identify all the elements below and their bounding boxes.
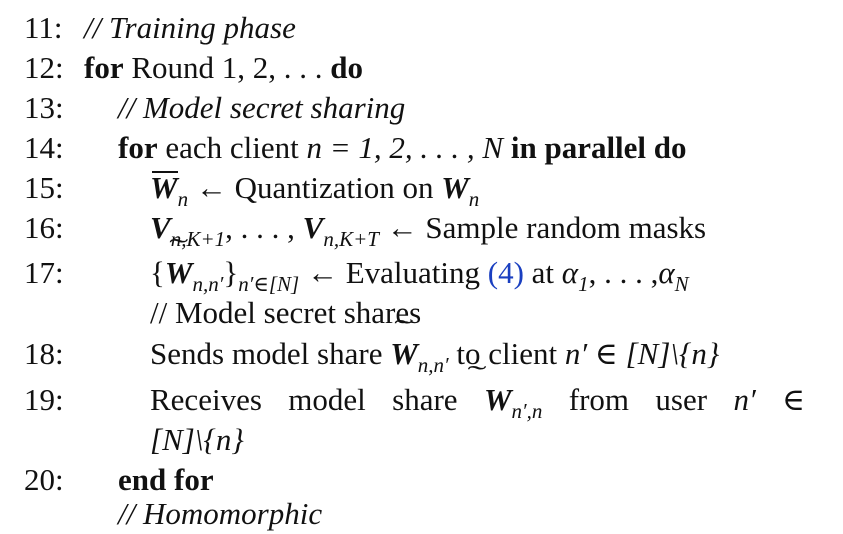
statement-text: Quantization on (234, 170, 434, 205)
brace-open: { (150, 255, 165, 290)
keyword-end-for: end for (118, 462, 214, 497)
subscript: 1 (578, 272, 589, 296)
math-expression: n′ ∈ (733, 382, 806, 417)
assign-arrow: ← (386, 210, 418, 245)
line-number: 16: (24, 210, 64, 245)
subscript: n,n′ (192, 272, 224, 296)
mask-symbol: V (302, 210, 324, 245)
statement-text: each client (165, 130, 299, 165)
math-expression: n = 1, 2, . . . , N (306, 130, 504, 165)
alpha-symbol: α (658, 255, 675, 290)
statement: for Round 1, 2, . . . do (84, 48, 363, 88)
keyword-for: for (118, 130, 158, 165)
statement-text-2: from user (568, 382, 708, 417)
statement-text-2: at (531, 255, 555, 290)
comment-text: // Training phase (84, 10, 296, 45)
line-number: 20: (24, 462, 64, 497)
subscript: n′∈[N] (238, 272, 300, 296)
cutoff-comment-line: // Homomorphic (118, 496, 323, 531)
subscript: n (468, 187, 480, 211)
line-number: 13: (24, 90, 64, 125)
statement: Vn,K+1, . . . , Vn,K+T ← Sample random m… (150, 208, 706, 251)
line-number: 15: (24, 170, 64, 205)
keyword-in-parallel-do: in parallel do (510, 130, 687, 165)
subscript: n,n′ (417, 353, 449, 377)
statement-text: Round 1, 2, . . . (131, 50, 323, 85)
share-symbol: W (164, 255, 193, 290)
comment-text: // Model secret shares (150, 295, 422, 330)
statement: {˜Wn,n′}n′∈[N] ← Evaluating (4) at α1, .… (150, 236, 689, 297)
line-number: 18: (24, 336, 64, 371)
statement-text: Receives model share (150, 382, 458, 417)
share-symbol: W (390, 336, 418, 371)
comment-text: // Model secret sharing (118, 90, 406, 125)
alpha-symbol: α (561, 255, 579, 290)
line-number: 17: (24, 255, 64, 290)
math-expression: n′ ∈ [N]\{n} (564, 336, 720, 371)
line-number: 19: (24, 382, 64, 417)
statement-text: Sends model share (150, 336, 383, 371)
assign-arrow: ← (195, 170, 227, 205)
subscript: n,K+T (323, 227, 379, 251)
statement: for each client n = 1, 2, . . . , N in p… (118, 128, 687, 168)
line-number: 12: (24, 50, 64, 85)
math-expression: [N]\{n} (150, 422, 244, 457)
statement: Wn ← Quantization on Wn (150, 168, 479, 211)
line-number: 14: (24, 130, 64, 165)
statement: Receives model share ˜Wn′,n from user n′… (150, 363, 806, 424)
ellipsis: , . . . , (588, 255, 659, 290)
statement-text: Sample random masks (425, 210, 707, 245)
line-number: 11: (24, 10, 63, 45)
tilde-accent: ˜ (394, 315, 414, 344)
subscript: n,K+1 (170, 227, 226, 251)
quantized-weight-symbol: W (150, 168, 178, 208)
brace-close: } (223, 255, 239, 290)
statement: Sends model share ˜Wn,n′ to client n′ ∈ … (150, 317, 720, 378)
equation-reference-link[interactable]: (4) (487, 255, 524, 290)
assign-arrow: ← (306, 255, 338, 290)
statement-text-2: to client (456, 336, 558, 371)
ellipsis: , . . . , (225, 210, 295, 245)
subscript: N (674, 272, 689, 296)
subscript: n′,n (511, 399, 543, 423)
tilde-accent: ˜ (467, 361, 487, 390)
share-symbol: W (483, 382, 512, 417)
keyword-for: for (84, 50, 124, 85)
statement-text: Evaluating (345, 255, 480, 290)
subscript: n (177, 187, 189, 211)
mask-symbol: V (150, 210, 171, 245)
tilde-accent: ˜ (169, 234, 189, 263)
keyword-do: do (330, 50, 364, 85)
weight-symbol: W (441, 170, 469, 205)
algorithm-block: 11: // Training phase 12: for Round 1, 2… (24, 10, 806, 531)
